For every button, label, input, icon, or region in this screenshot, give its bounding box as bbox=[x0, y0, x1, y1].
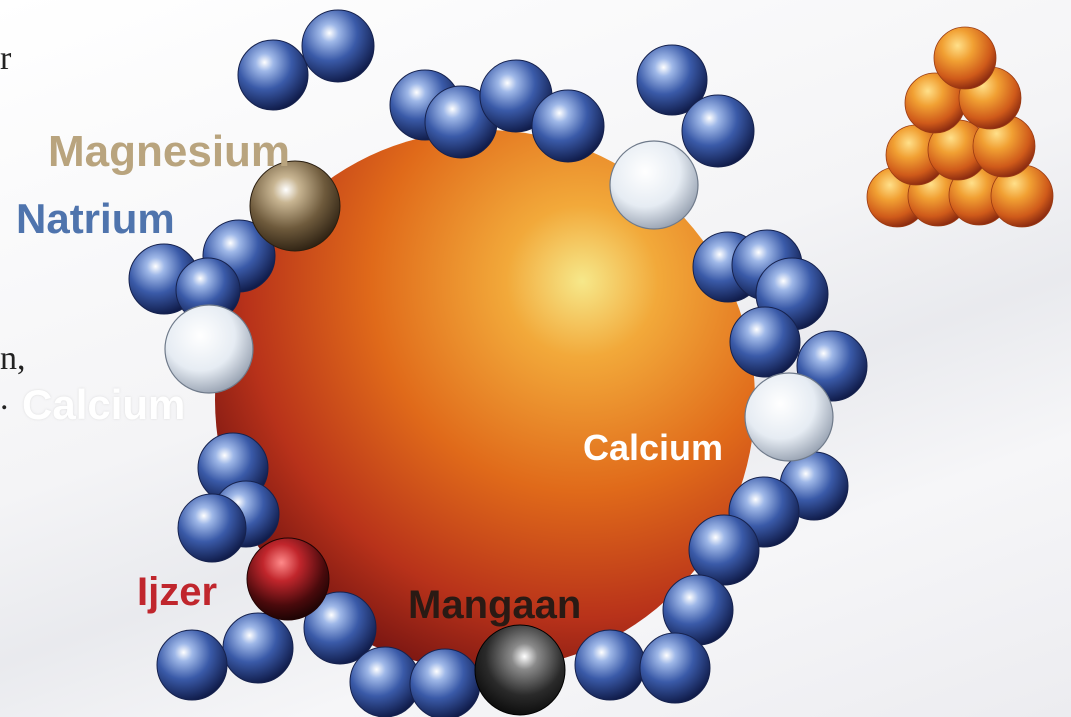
natrium-spheres bbox=[128, 9, 868, 717]
natrium-sphere bbox=[681, 94, 755, 168]
label-ijzer: Ijzer bbox=[137, 570, 218, 614]
label-calcium-left: Calcium bbox=[22, 381, 186, 428]
cropped-text-fragment: . bbox=[0, 380, 9, 417]
orange-sphere-pyramid bbox=[866, 26, 1054, 228]
calcium-sphere bbox=[164, 304, 254, 394]
label-calcium-right: Calcium bbox=[583, 427, 724, 468]
natrium-sphere bbox=[301, 9, 375, 83]
natrium-sphere bbox=[639, 632, 711, 704]
orange-sphere bbox=[933, 26, 997, 90]
natrium-sphere bbox=[222, 612, 294, 684]
natrium-sphere bbox=[177, 493, 247, 563]
natrium-sphere bbox=[574, 629, 646, 701]
calcium-sphere bbox=[744, 372, 834, 462]
label-mangaan: Mangaan bbox=[408, 583, 582, 627]
magnesium-sphere bbox=[249, 160, 341, 252]
calcium-sphere bbox=[609, 140, 699, 230]
natrium-sphere bbox=[156, 629, 228, 701]
cropped-text-fragment: n, bbox=[0, 340, 26, 377]
label-natrium: Natrium bbox=[16, 195, 175, 242]
label-magnesium: Magnesium bbox=[48, 127, 291, 176]
natrium-sphere bbox=[409, 648, 481, 717]
natrium-sphere bbox=[237, 39, 309, 111]
natrium-sphere bbox=[729, 306, 801, 378]
iron-sphere bbox=[246, 537, 330, 621]
natrium-sphere bbox=[303, 591, 377, 665]
core-sphere bbox=[215, 130, 755, 670]
cropped-text-fragment: r bbox=[0, 40, 12, 77]
natrium-sphere bbox=[688, 514, 760, 586]
natrium-sphere bbox=[349, 646, 421, 717]
calcium-spheres bbox=[164, 140, 834, 462]
manganese-sphere bbox=[474, 624, 566, 716]
natrium-sphere bbox=[636, 44, 708, 116]
natrium-sphere bbox=[531, 89, 605, 163]
